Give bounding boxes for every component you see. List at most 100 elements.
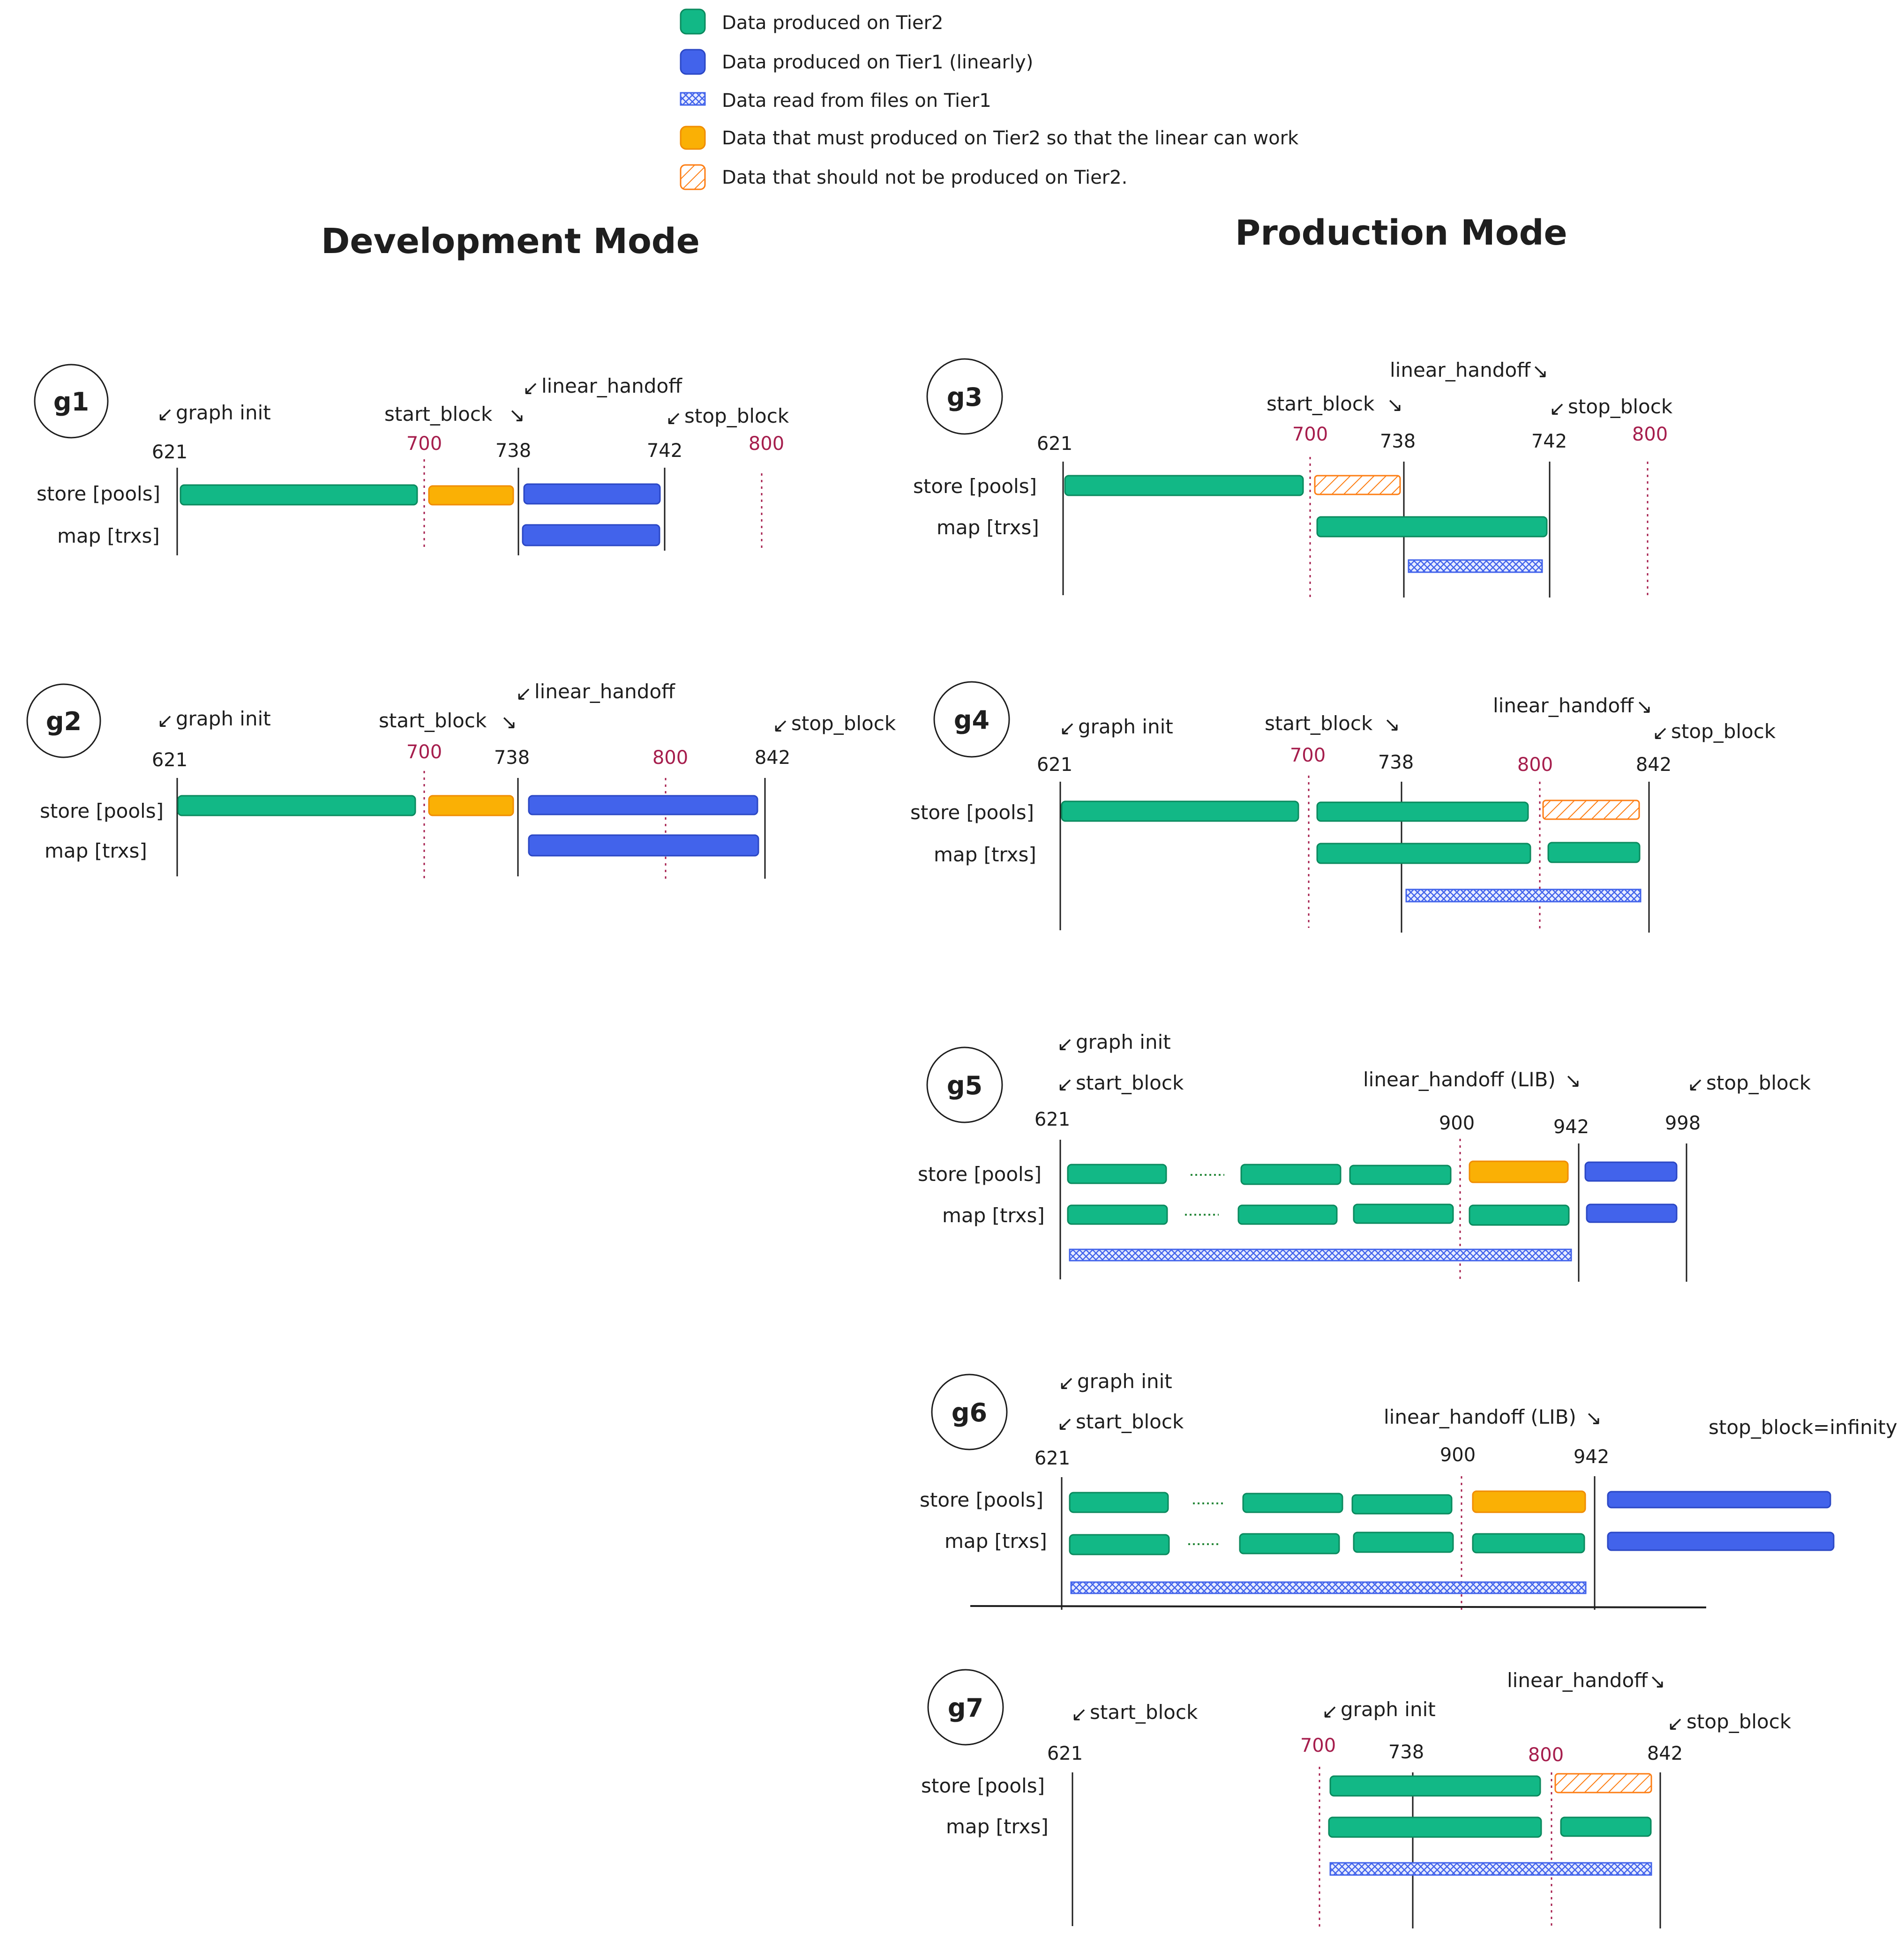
arrow-icon: ↙ (1057, 1412, 1073, 1435)
tick-label: 738 (494, 747, 530, 769)
arrow-icon: ↙ (772, 714, 789, 737)
tick-label: 942 (1553, 1116, 1589, 1138)
tier2-bar (1316, 843, 1531, 864)
tick-label: 842 (1647, 1743, 1683, 1764)
tier2-bar (1240, 1164, 1342, 1185)
legend-item-tier2: Data produced on Tier2 (680, 8, 943, 35)
tick-label-red: 800 (1517, 754, 1553, 776)
tier2-bar (1353, 1532, 1454, 1553)
arrow-icon: ↘ (1649, 1670, 1665, 1693)
tier2-bar (1069, 1492, 1169, 1513)
linear-handoff-annotation: linear_handoff (1493, 694, 1634, 717)
arrow-icon: ↙ (1687, 1073, 1704, 1096)
linear-handoff-annotation: linear_handoff (541, 374, 682, 397)
linear-handoff-annotation: linear_handoff (LIB) (1363, 1068, 1556, 1091)
start-block-annotation: start_block (1267, 392, 1375, 415)
tier1-bar (1584, 1161, 1678, 1182)
start-block-annotation: start_block (379, 709, 487, 732)
graph-id-label: g3 (947, 382, 982, 412)
tier2-bar (1328, 1816, 1542, 1838)
tier2-bar (1067, 1204, 1168, 1225)
graph-id-circle (34, 364, 109, 439)
arrow-icon: ↘ (1387, 393, 1403, 416)
tier1-bar (528, 834, 759, 857)
tick-label: 738 (495, 440, 531, 462)
tier2-swatch (680, 8, 706, 35)
map-row-label: map [trxs] (937, 516, 1039, 539)
tier2-bar (1351, 1494, 1453, 1515)
arrow-icon: ↙ (157, 709, 173, 732)
tick-label-red: 800 (1528, 1744, 1564, 1766)
graph-init-annotation: graph init (1078, 715, 1173, 738)
tick-label: 621 (1037, 754, 1072, 776)
tier1-bar (528, 795, 758, 815)
tier2-bar (1069, 1534, 1170, 1555)
start-block-annotation: start_block (1265, 712, 1373, 735)
tier2-bar (1349, 1165, 1452, 1185)
file-read-bar (1405, 889, 1642, 903)
tier2-bar (1061, 800, 1299, 822)
production-mode-title: Production Mode (1235, 213, 1567, 253)
legend-label: Data produced on Tier2 (722, 12, 943, 34)
arrow-icon: ↙ (1071, 1703, 1087, 1726)
graph-g6: g6 graph init ↙ start_block ↙ linear_han… (920, 1370, 1897, 1610)
tier1-bar (1607, 1491, 1831, 1509)
store-row-label: store [pools] (920, 1488, 1043, 1511)
graph-id-circle (26, 683, 101, 758)
arrow-icon: ↘ (1585, 1406, 1602, 1429)
graph-id-circle (926, 358, 1003, 435)
development-mode-title: Development Mode (321, 221, 700, 261)
tick-label: 900 (1439, 1113, 1475, 1134)
tick-label-red: 700 (406, 741, 442, 763)
tier1-bar (523, 483, 661, 505)
graph-init-annotation: graph init (176, 401, 271, 424)
graph-id-circle (933, 681, 1010, 758)
graph-id-label: g1 (53, 387, 89, 417)
tick-label-red: 700 (1290, 745, 1326, 766)
arrow-icon: ↙ (666, 406, 682, 429)
file-read-bar (1069, 1248, 1572, 1262)
linear-handoff-annotation: linear_handoff (1507, 1669, 1648, 1692)
tier2-bar (1547, 842, 1641, 863)
tier2-bar (1469, 1204, 1570, 1226)
file-read-bar (1408, 559, 1543, 573)
must-tier2-bar (428, 795, 514, 816)
legend-label: Data that should not be produced on Tier… (722, 167, 1127, 188)
file-read-bar (1070, 1581, 1587, 1594)
tick-label-red: 700 (1300, 1735, 1336, 1756)
arrow-icon: ↘ (1384, 713, 1400, 736)
baseline (970, 1605, 1707, 1608)
arrow-icon: ↘ (509, 403, 525, 426)
tick-label-red: 800 (1632, 424, 1668, 445)
linear-handoff-annotation: linear_handoff (LIB) (1384, 1405, 1576, 1428)
map-row-label: map [trxs] (945, 1530, 1047, 1553)
stop-block-annotation: stop_block (1687, 1710, 1792, 1733)
tick-label: 742 (1531, 431, 1567, 452)
arrow-icon: ↙ (1652, 721, 1669, 744)
stop-block-annotation: stop_block (791, 712, 896, 735)
linear-handoff-annotation: linear_handoff (1390, 359, 1531, 381)
legend-item-tier1: Data produced on Tier1 (linearly) (680, 49, 1033, 75)
graph-id-label: g4 (954, 705, 989, 735)
legend: Data produced on Tier2 Data produced on … (680, 8, 1299, 190)
tick-label-red: 700 (1292, 424, 1328, 445)
tier2-bar (1353, 1203, 1454, 1224)
file-swatch (680, 92, 706, 106)
tier2-bar (177, 795, 416, 816)
graph-init-annotation: graph init (1341, 1698, 1436, 1721)
tick-label: 842 (755, 747, 790, 769)
tier2-bar (1237, 1204, 1338, 1225)
tier2-bar (1242, 1493, 1343, 1513)
tick-label: 621 (1047, 1743, 1083, 1764)
tier1-swatch (680, 49, 706, 75)
arrow-icon: ↙ (1549, 397, 1566, 420)
tier2-bar (1472, 1533, 1585, 1554)
graph-g5: g5 graph init ↙ start_block ↙ linear_han… (918, 1031, 1811, 1282)
graph-g7: g7 start_block ↙ graph init ↙ linear_han… (921, 1669, 1792, 1928)
tick-label: 900 (1440, 1444, 1476, 1466)
tick-label: 738 (1380, 431, 1416, 452)
arrow-icon: ↙ (1057, 1032, 1073, 1055)
tier1-bar (522, 524, 660, 546)
arrow-icon: ↙ (1667, 1712, 1684, 1735)
